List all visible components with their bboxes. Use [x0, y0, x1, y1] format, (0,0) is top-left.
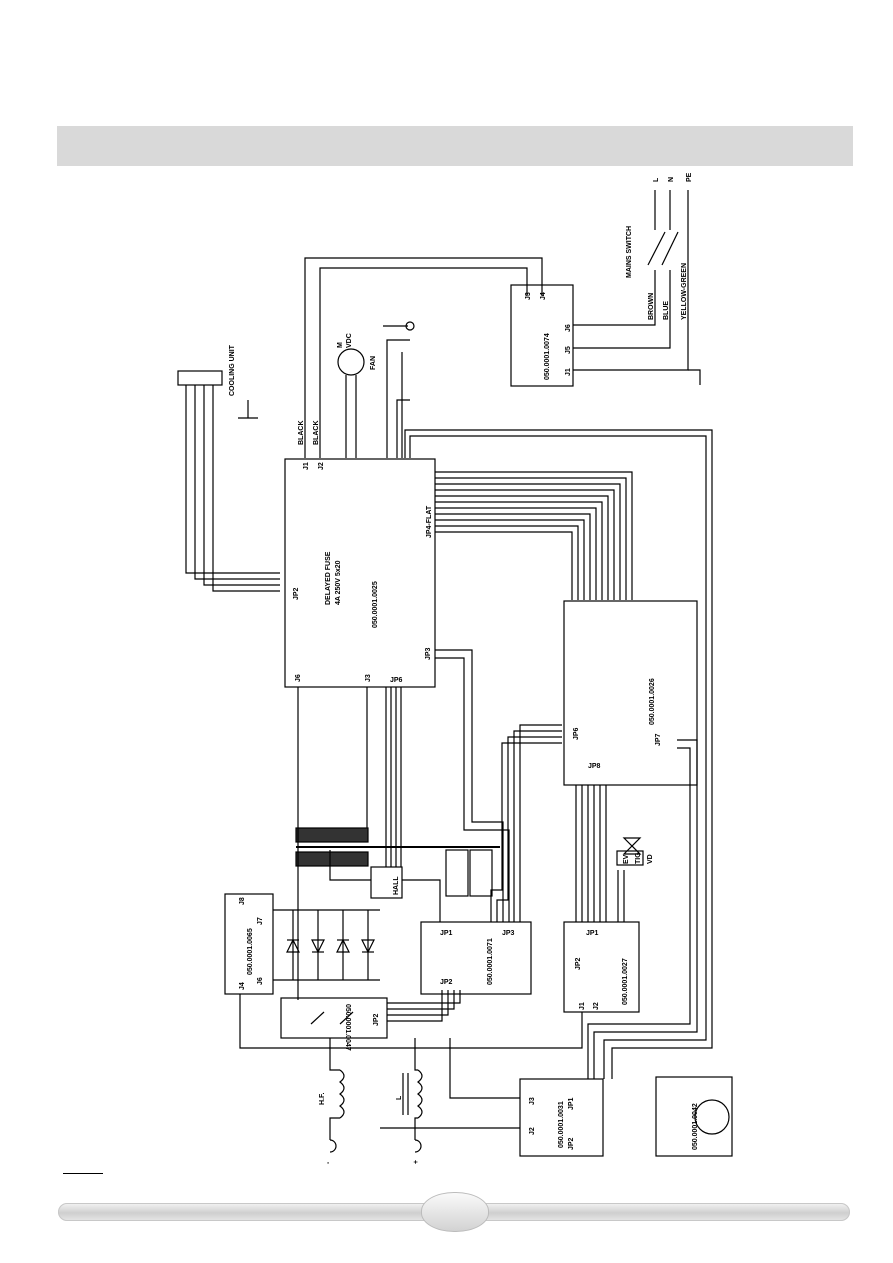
header-band — [57, 126, 853, 166]
board-control — [563, 921, 640, 1013]
label-jp6-main: JP6 — [390, 677, 403, 684]
label-jp2-control: JP2 — [575, 957, 582, 970]
label-j5-filter: J5 — [565, 346, 572, 354]
label-j7-power: J7 — [257, 917, 264, 925]
label-plus: + — [413, 1160, 420, 1164]
label-connector-board: 050.0001.0042 — [692, 1103, 699, 1150]
label-j4-filter: J4 — [540, 292, 547, 300]
cooling-unit-connector — [177, 370, 223, 386]
label-delayed-fuse: DELAYED FUSE — [325, 551, 332, 605]
board-main — [284, 458, 436, 688]
label-j4-power: J4 — [239, 982, 246, 990]
label-j2-control: J2 — [593, 1002, 600, 1010]
label-filter-board: 050.0001.0074 — [544, 333, 551, 380]
board-display — [563, 600, 698, 786]
label-jp1-bottom-left: JP1 — [568, 1097, 575, 1110]
label-j1-control: J1 — [579, 1002, 586, 1010]
label-display-board: 050.0001.0026 — [649, 678, 656, 725]
label-jp6-display: JP6 — [573, 727, 580, 740]
label-jp7-display: JP7 — [655, 733, 662, 746]
label-j6-power: J6 — [257, 977, 264, 985]
label-tig: TIG — [635, 852, 642, 864]
label-minus: - — [325, 1161, 332, 1164]
label-j2-bottom-left: J2 — [529, 1127, 536, 1135]
hf-transformer-block-2 — [469, 849, 493, 897]
board-igbt — [280, 997, 388, 1039]
label-power-board: 050.0001.0065 — [247, 928, 254, 975]
label-neutral: N — [668, 177, 675, 182]
label-fuse-rating: 4A 250V 5x20 — [335, 560, 342, 605]
label-line: L — [653, 177, 660, 182]
label-j3-bottom-left: J3 — [529, 1097, 536, 1105]
label-jp8-display: JP8 — [588, 763, 601, 770]
label-j6-main: J6 — [295, 674, 302, 682]
label-yellow-green: YELLOW-GREEN — [681, 263, 688, 320]
label-jp2-hf: JP2 — [440, 979, 453, 986]
label-motor: M — [337, 342, 344, 348]
footer-page-tab — [421, 1192, 489, 1232]
label-jp2-igbt: JP2 — [373, 1013, 380, 1026]
transformer-core-bottom — [295, 851, 369, 867]
label-inductor: L — [396, 1095, 403, 1100]
board-bottom-left — [519, 1078, 604, 1157]
board-hf — [420, 921, 532, 995]
label-black-2: BLACK — [313, 421, 320, 446]
label-jp4-flat: JP4-FLAT — [426, 505, 433, 538]
connector-socket — [694, 1099, 730, 1135]
label-control-board: 050.0001.0027 — [622, 958, 629, 1005]
label-jp2-bottom-left: JP2 — [568, 1137, 575, 1150]
label-j3-filter: J3 — [525, 292, 532, 300]
board-power — [224, 893, 274, 995]
label-jp1-hf: JP1 — [440, 930, 453, 937]
hf-transformer-block — [445, 849, 469, 897]
label-j8-power: J8 — [239, 897, 246, 905]
label-vd: VD — [647, 854, 654, 864]
label-j1-main: J1 — [303, 462, 310, 470]
label-jp3-main: JP3 — [425, 647, 432, 660]
label-hf-board: 050.0001.0071 — [487, 938, 494, 985]
label-hf-coil: H.F. — [319, 1093, 326, 1106]
label-hall: HALL — [393, 876, 400, 895]
label-ev: EV — [623, 854, 630, 864]
label-j1-filter: J1 — [565, 368, 572, 376]
label-jp1-control: JP1 — [586, 930, 599, 937]
label-black-1: BLACK — [298, 421, 305, 446]
label-j3-main: J3 — [365, 674, 372, 682]
label-fan: FAN — [370, 356, 377, 370]
footnote-rule — [63, 1173, 103, 1174]
label-main-board: 050.0001.0025 — [372, 581, 379, 628]
ev-valve — [616, 850, 644, 866]
label-cooling-unit: COOLING UNIT — [229, 344, 236, 396]
label-jp2-main: JP2 — [293, 587, 300, 600]
label-blue: BLUE — [663, 301, 670, 320]
label-j2-main: J2 — [318, 462, 325, 470]
label-earth: PE — [686, 172, 693, 182]
label-brown: BROWN — [648, 293, 655, 320]
board-connector — [655, 1076, 733, 1157]
transformer-core-top — [295, 827, 369, 843]
label-bottom-left-board: 050.0001.0031 — [558, 1101, 565, 1148]
label-vdc: VDC — [346, 333, 353, 348]
label-j6-filter: J6 — [565, 324, 572, 332]
label-igbt-board: 050.0001.0047 — [344, 1004, 351, 1051]
label-jp3-hf: JP3 — [502, 930, 515, 937]
label-mains-switch: MAINS SWITCH — [626, 226, 633, 278]
